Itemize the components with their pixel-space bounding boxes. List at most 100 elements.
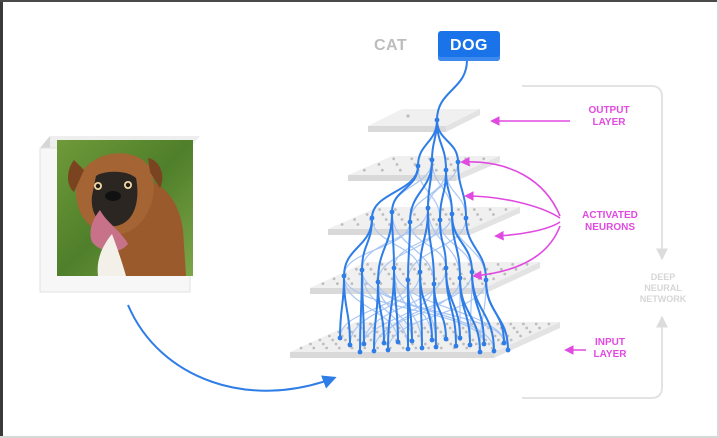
activated-neuron: [455, 159, 461, 165]
activation-line: [433, 283, 447, 340]
activated-neurons-label-line: NEURONS: [584, 222, 635, 233]
input-neuron: [436, 326, 439, 330]
input-neuron: [312, 346, 316, 350]
input-neuron: [448, 326, 452, 330]
input-neuron: [538, 326, 541, 330]
annotation-arrows: [460, 116, 586, 355]
hidden-neuron: [428, 213, 432, 216]
hidden-neuron: [416, 218, 420, 221]
hidden-neuron: [496, 263, 500, 266]
input-neuron: [515, 330, 519, 334]
activated-neuron: [337, 335, 343, 341]
frame-edge: [0, 0, 3, 438]
activated-neuron: [347, 342, 353, 348]
activation-line: [391, 165, 419, 213]
cat-class-label: CAT: [374, 37, 408, 54]
dnn-label-line: NETWORK: [639, 294, 687, 304]
input-neuron: [547, 322, 551, 326]
input-neuron: [328, 334, 331, 338]
hidden-neuron: [467, 263, 471, 266]
activated-neuron: [501, 340, 507, 346]
activated-neuron: [361, 341, 367, 347]
output-layer-label-line: OUTPUT: [588, 105, 630, 116]
activation-line: [427, 159, 433, 209]
hidden-neuron: [413, 213, 416, 216]
hidden-neuron: [446, 157, 450, 161]
hidden-neuron: [476, 213, 479, 216]
dog-class-badge: DOG: [438, 31, 500, 61]
hidden-neuron: [435, 223, 439, 226]
activated-neuron: [467, 342, 473, 348]
input-neuron: [325, 346, 328, 350]
input-neuron: [363, 346, 367, 350]
hidden-neuron: [427, 267, 431, 271]
input-neuron: [445, 322, 449, 326]
faint-connection: [387, 279, 487, 351]
activated-neuron: [391, 265, 397, 271]
deep-neural-network-label: DEEP NEURAL NETWORK: [630, 272, 696, 305]
activation-line: [471, 271, 495, 352]
hidden-neuron: [444, 213, 448, 216]
hidden-neuron: [485, 267, 489, 271]
hidden-neuron: [448, 277, 452, 281]
input-neuron: [337, 346, 341, 350]
input-neuron: [465, 346, 469, 350]
input-neuron: [525, 326, 529, 330]
activated-neurons-arrow: [460, 156, 561, 217]
input-neuron: [426, 330, 430, 334]
input-photo: [39, 136, 200, 293]
input-neuron: [461, 326, 465, 330]
activation-line: [445, 267, 461, 339]
activated-neuron: [431, 281, 437, 287]
activated-neuron: [434, 117, 440, 123]
activated-neuron: [369, 215, 375, 221]
activation-line: [436, 59, 468, 121]
hidden-neuron: [384, 267, 387, 271]
activation-line: [427, 207, 435, 285]
hidden-neuron: [372, 272, 376, 276]
faint-connection: [349, 271, 421, 346]
activated-neurons-arrow: [464, 191, 561, 219]
activated-neuron: [341, 273, 347, 279]
hidden-neuron: [366, 263, 369, 266]
output-layer-label: OUTPUT LAYER: [578, 105, 640, 129]
activated-neuron: [409, 338, 415, 344]
hidden-neuron: [500, 267, 503, 271]
activated-neuron: [429, 157, 435, 163]
frame-edge: [0, 436, 719, 438]
hidden-neuron: [434, 168, 438, 172]
hidden-neuron: [504, 208, 508, 211]
hidden-neuron: [377, 163, 381, 166]
activation-line: [485, 279, 509, 351]
hidden-neuron: [395, 163, 399, 166]
hidden-neuron: [410, 157, 414, 161]
activation-line: [407, 279, 413, 342]
hidden-neuron: [447, 218, 451, 221]
input-layer-label: INPUT LAYER: [582, 337, 638, 361]
activated-neuron: [463, 215, 469, 221]
faint-connection: [363, 267, 447, 345]
faint-connection: [371, 217, 421, 273]
hidden-neuron: [365, 213, 369, 216]
activated-neuron: [443, 336, 449, 342]
input-neuron: [369, 338, 373, 342]
activated-neuron: [381, 340, 387, 346]
input-neuron: [321, 342, 325, 346]
input-neuron: [442, 334, 446, 338]
faint-connection: [391, 211, 435, 285]
dog-class-label: DOG: [450, 37, 488, 54]
activation-line: [457, 161, 467, 219]
activation-line: [393, 267, 399, 343]
hidden-neuron: [398, 168, 402, 172]
input-neuron: [334, 342, 338, 346]
hidden-neuron: [481, 282, 484, 285]
input-neuron: [519, 334, 522, 338]
hidden-neuron: [398, 267, 402, 271]
hidden-neuron: [381, 213, 385, 216]
activation-paths: [337, 59, 511, 355]
hidden-neuron: [350, 282, 354, 285]
hidden-neuron: [467, 223, 470, 226]
output-layer-plate: [368, 109, 480, 132]
hidden-neuron: [332, 277, 336, 281]
